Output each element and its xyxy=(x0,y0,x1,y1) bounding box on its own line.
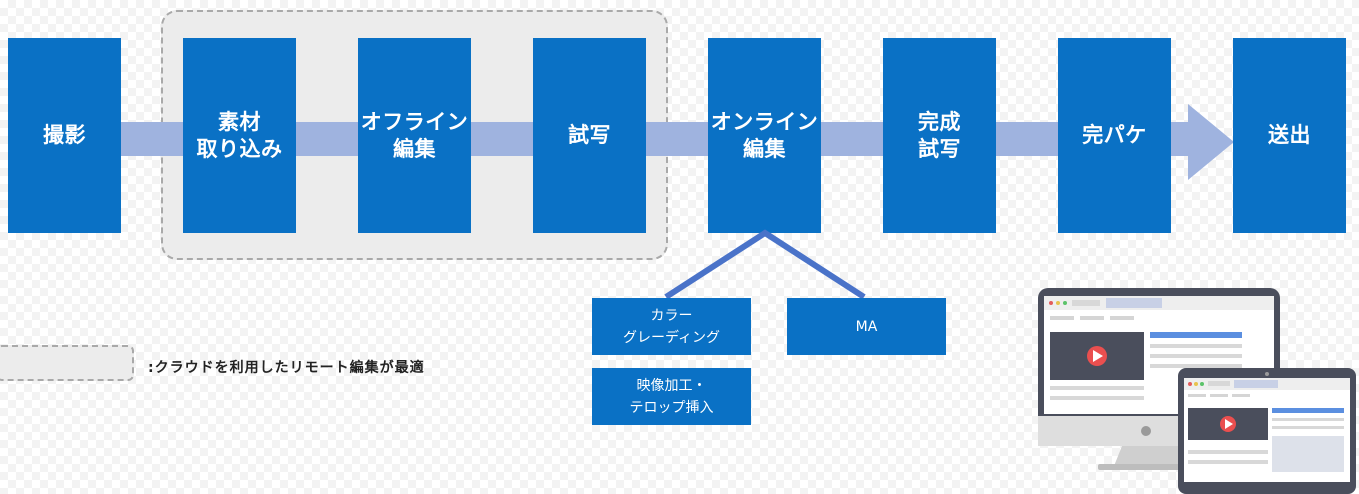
branch-line xyxy=(664,229,866,300)
laptop-icon xyxy=(1178,368,1356,494)
flow-arrow-head xyxy=(1188,104,1234,180)
step-material-ingest: 素材 取り込み xyxy=(183,38,296,233)
step-final-preview: 完成 試写 xyxy=(883,38,996,233)
step-complete-package: 完パケ xyxy=(1058,38,1171,233)
step-offline-edit: オフライン 編集 xyxy=(358,38,471,233)
step-preview: 試写 xyxy=(533,38,646,233)
subtask-ma: MA xyxy=(787,298,946,355)
legend-text: :クラウドを利用したリモート編集が最適 xyxy=(148,360,425,376)
step-broadcast: 送出 xyxy=(1233,38,1346,233)
devices-icon xyxy=(1038,288,1356,494)
step-shooting: 撮影 xyxy=(8,38,121,233)
legend-swatch xyxy=(0,345,134,381)
step-online-edit: オンライン 編集 xyxy=(708,38,821,233)
subtask-color-grading: カラー グレーディング xyxy=(592,298,751,355)
subtask-video-processing-telop: 映像加工・ テロップ挿入 xyxy=(592,368,751,425)
